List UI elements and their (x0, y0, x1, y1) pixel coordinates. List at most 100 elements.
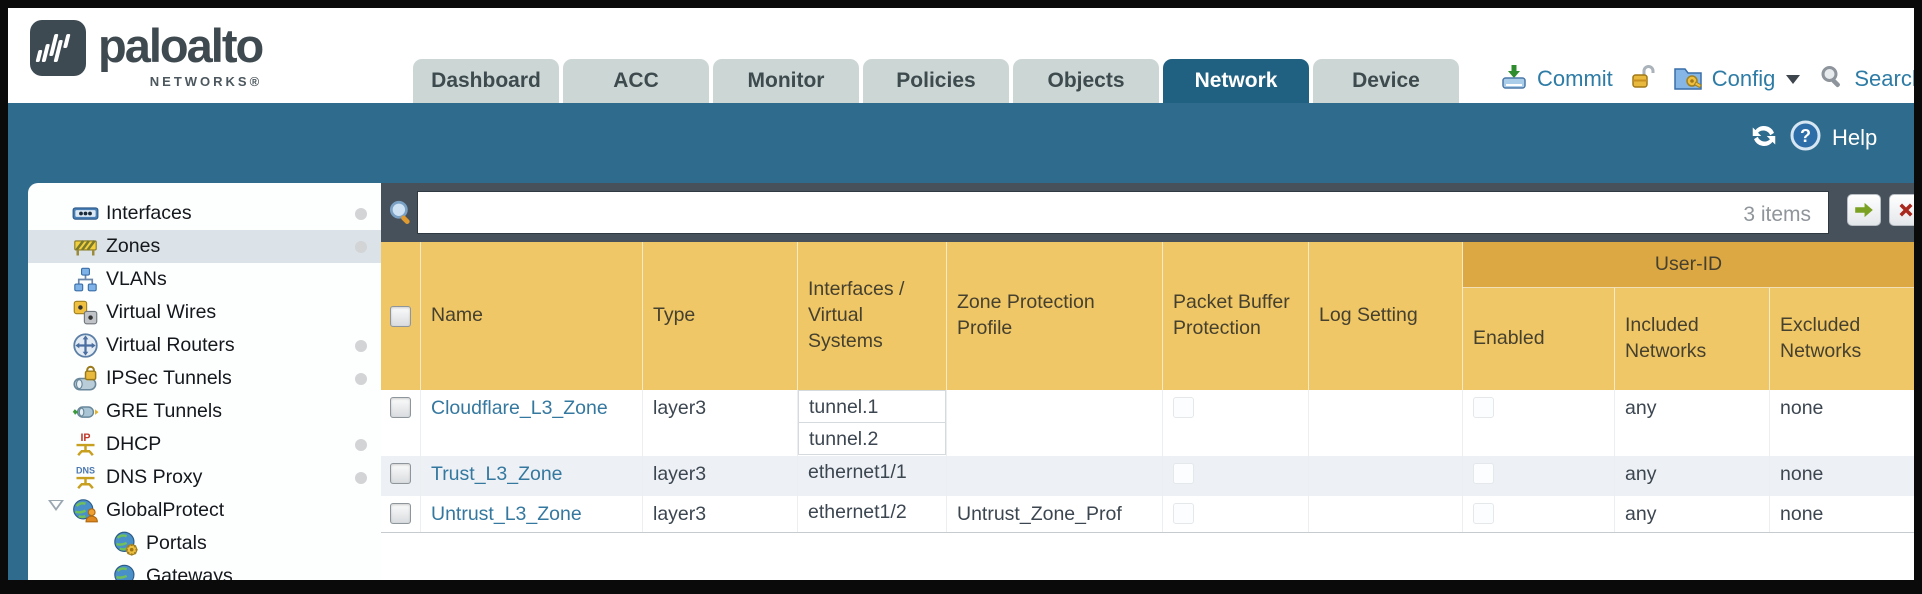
row-checkbox[interactable] (390, 397, 411, 418)
help-label[interactable]: Help (1832, 125, 1878, 150)
packet-buffer-cell (1163, 456, 1309, 496)
column-header-enabled[interactable]: Enabled (1463, 288, 1615, 390)
tab-monitor[interactable]: Monitor (713, 59, 859, 103)
column-header-type[interactable]: Type (643, 242, 798, 390)
table-header: Name Type Interfaces / Virtual Systems Z… (381, 242, 1914, 390)
sidebar-item-interfaces[interactable]: Interfaces (28, 197, 381, 230)
sidebar-item-dns-proxy[interactable]: DNS DNS Proxy (28, 461, 381, 494)
interface-entry: tunnel.2 (798, 422, 946, 455)
enabled-checkbox (1473, 503, 1494, 524)
tab-device[interactable]: Device (1313, 59, 1459, 103)
config-menu[interactable]: Config (1711, 66, 1776, 91)
column-header-name[interactable]: Name (421, 242, 643, 390)
brand-text: paloalto (98, 19, 264, 72)
user-id-group-header: User-ID (1463, 242, 1914, 288)
zone-protection-cell (947, 456, 1163, 496)
gateways-icon (112, 563, 139, 580)
sidebar-item-label: Virtual Wires (106, 301, 217, 323)
utility-bar: Commit Config Search (1500, 60, 1914, 98)
sidebar-item-label: Zones (106, 235, 161, 257)
excluded-networks-cell: none (1780, 397, 1824, 419)
filter-input[interactable] (417, 191, 1829, 234)
zone-name-cell: Trust_L3_Zone (421, 456, 643, 496)
sidebar-item-label: DNS Proxy (106, 466, 203, 488)
column-header-included-networks[interactable]: Included Networks (1615, 288, 1770, 390)
sidebar-item-label: Virtual Routers (106, 334, 235, 356)
sidebar-item-gre-tunnels[interactable]: GRE Tunnels (28, 395, 381, 428)
commit-button[interactable]: Commit (1537, 66, 1613, 91)
lock-icon[interactable] (1630, 64, 1656, 95)
expand-arrow-icon[interactable] (48, 500, 64, 511)
packet-buffer-cell (1163, 496, 1309, 532)
sidebar-item-virtual-routers[interactable]: Virtual Routers (28, 329, 381, 362)
svg-text:IP: IP (80, 432, 90, 444)
dns-proxy-icon: DNS (72, 464, 99, 491)
row-checkbox[interactable] (390, 503, 411, 524)
sidebar-item-ipsec-tunnels[interactable]: IPSec Tunnels (28, 362, 381, 395)
sidebar-item-virtual-wires[interactable]: Virtual Wires (28, 296, 381, 329)
clear-filter-icon[interactable] (1889, 194, 1914, 226)
row-select-cell (381, 390, 421, 456)
apply-filter-icon[interactable] (1847, 194, 1881, 226)
filter-search-icon (387, 198, 415, 233)
column-header-excluded-networks[interactable]: Excluded Networks (1780, 314, 1862, 362)
zone-name-link[interactable]: Trust_L3_Zone (431, 463, 563, 485)
item-status-dot (355, 439, 367, 451)
interface-entry: ethernet1/2 (808, 501, 907, 523)
column-header-log-setting[interactable]: Log Setting (1309, 242, 1463, 390)
globalprotect-icon (72, 497, 99, 524)
zones-icon (72, 233, 99, 260)
log-setting-cell (1309, 390, 1463, 456)
virtual-wires-icon (72, 299, 99, 326)
sidebar-item-portals[interactable]: Portals (28, 527, 381, 560)
zone-name-cell: Untrust_L3_Zone (421, 496, 643, 532)
sidebar-item-gateways[interactable]: Gateways (28, 560, 381, 580)
column-header-packet-buffer[interactable]: Packet Buffer Protection (1163, 242, 1309, 390)
tab-dashboard[interactable]: Dashboard (413, 59, 559, 103)
refresh-icon[interactable] (1749, 121, 1779, 156)
row-select-cell (381, 496, 421, 532)
tab-network[interactable]: Network (1163, 59, 1309, 103)
chevron-down-icon[interactable] (1786, 74, 1801, 84)
table-bottom-border (381, 532, 1914, 533)
zone-type-cell: layer3 (643, 456, 798, 496)
sidebar-item-vlans[interactable]: VLANs (28, 263, 381, 296)
sidebar-item-label: DHCP (106, 433, 162, 455)
filter-toolbar: 3 items (381, 183, 1914, 242)
sidebar-item-label: Gateways (146, 565, 233, 580)
tab-objects[interactable]: Objects (1013, 59, 1159, 103)
excluded-networks-cell: none (1780, 503, 1824, 525)
column-header-interfaces[interactable]: Interfaces / Virtual Systems (798, 242, 947, 390)
sidebar-item-globalprotect[interactable]: GlobalProtect (28, 494, 381, 527)
ipsec-tunnels-icon (72, 365, 99, 392)
dhcp-icon: IP (72, 431, 99, 458)
user-id-enabled-cell (1463, 456, 1615, 496)
tab-policies[interactable]: Policies (863, 59, 1009, 103)
help-icon[interactable]: ? (1789, 119, 1822, 157)
select-all-cell (381, 242, 421, 390)
column-header-zone-protection[interactable]: Zone Protection Profile (947, 242, 1163, 390)
zone-name-link[interactable]: Untrust_L3_Zone (431, 503, 582, 525)
zone-name-link[interactable]: Cloudflare_L3_Zone (431, 397, 608, 419)
svg-text:DNS: DNS (76, 466, 95, 476)
search-button[interactable]: Search (1854, 66, 1914, 91)
user-id-enabled-cell (1463, 496, 1615, 532)
sidebar-item-label: Interfaces (106, 202, 192, 224)
log-setting-cell (1309, 456, 1463, 496)
sidebar-item-dhcp[interactable]: IP DHCP (28, 428, 381, 461)
zone-protection-cell (947, 390, 1163, 456)
row-select-cell (381, 456, 421, 496)
search-icon (1819, 64, 1845, 95)
sidebar-item-zones[interactable]: Zones (28, 230, 381, 263)
select-all-checkbox[interactable] (390, 305, 411, 327)
virtual-routers-icon (72, 332, 99, 359)
tab-acc[interactable]: ACC (563, 59, 709, 103)
subheader-bar: ? Help (1749, 119, 1877, 157)
row-checkbox[interactable] (390, 463, 411, 484)
